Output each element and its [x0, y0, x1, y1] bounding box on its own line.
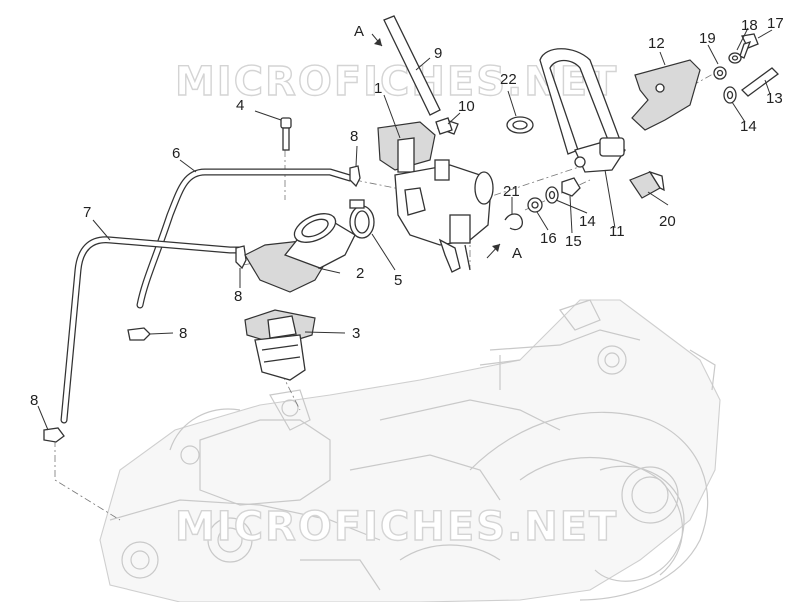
bolt-13 [741, 67, 779, 97]
callout-22: 22 [500, 71, 517, 88]
tube-9 [383, 15, 441, 116]
nut-15 [561, 177, 581, 197]
reference-arrow-top [371, 33, 383, 47]
reed-valve-3 [244, 309, 316, 381]
callout-17: 17 [767, 15, 784, 32]
clamp-8-bottom [43, 427, 65, 443]
callout-9: 9 [434, 45, 442, 62]
hose-6 [136, 168, 354, 309]
clamp-5 [349, 199, 375, 239]
callout-6: 6 [172, 145, 180, 162]
washer-14-right [723, 86, 737, 104]
callout-7: 7 [83, 204, 91, 221]
screw-17 [739, 33, 759, 59]
callout-12: 12 [648, 35, 665, 52]
clip-21 [504, 213, 523, 231]
watermark-bottom: MICROFICHES.NET [175, 504, 618, 550]
clamp-8-middle [235, 245, 247, 270]
reference-label-a-bottom: A [512, 245, 522, 262]
screw-4 [280, 117, 292, 151]
callout-8-top: 8 [350, 128, 358, 145]
callout-13: 13 [766, 90, 783, 107]
engine-ghost-outline [99, 299, 721, 602]
callout-3: 3 [352, 325, 360, 342]
washer-16 [527, 197, 543, 213]
callout-8-lower: 8 [179, 325, 187, 342]
callout-1: 1 [374, 80, 382, 97]
callout-14-right: 14 [740, 118, 757, 135]
callout-4: 4 [236, 97, 244, 114]
clamp-10 [435, 117, 453, 135]
callout-21: 21 [503, 183, 520, 200]
callout-10: 10 [458, 98, 475, 115]
bracket-12 [631, 59, 701, 131]
washer-18 [728, 52, 742, 64]
callout-18: 18 [741, 17, 758, 34]
reference-arrow-bottom [486, 243, 501, 259]
carburettor-1 [377, 119, 494, 273]
callout-20: 20 [659, 213, 676, 230]
clamp-22 [506, 116, 534, 134]
rubber-block-20 [629, 170, 665, 199]
leader-lines [37, 27, 773, 431]
callout-11: 11 [609, 223, 625, 240]
callout-14-left: 14 [579, 213, 596, 230]
callout-2: 2 [356, 265, 364, 282]
washer-19 [713, 66, 727, 80]
clamp-8-top [349, 165, 361, 188]
reference-label-a-top: A [354, 23, 364, 40]
choke-bracket-11 [539, 48, 626, 173]
callout-5: 5 [394, 272, 402, 289]
washer-14-left [545, 186, 559, 204]
clamp-8-lower [127, 327, 151, 341]
callout-8-bottom: 8 [30, 392, 38, 409]
callout-19: 19 [699, 30, 716, 47]
callout-15: 15 [565, 233, 582, 250]
callout-8-middle: 8 [234, 288, 242, 305]
intake-manifold-2 [244, 213, 356, 293]
callout-16: 16 [540, 230, 557, 247]
